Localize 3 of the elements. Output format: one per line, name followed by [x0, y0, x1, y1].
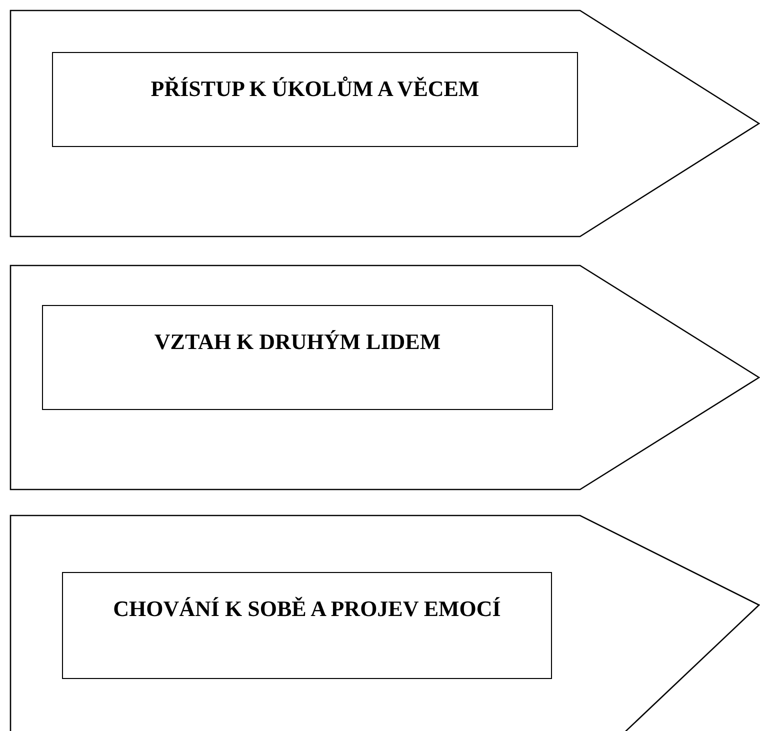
category-label: CHOVÁNÍ K SOBĚ A PROJEV EMOCÍ	[62, 572, 552, 679]
category-label: VZTAH K DRUHÝM LIDEM	[42, 305, 553, 410]
category-label: PŘÍSTUP K ÚKOLŮM A VĚCEM	[52, 52, 578, 147]
